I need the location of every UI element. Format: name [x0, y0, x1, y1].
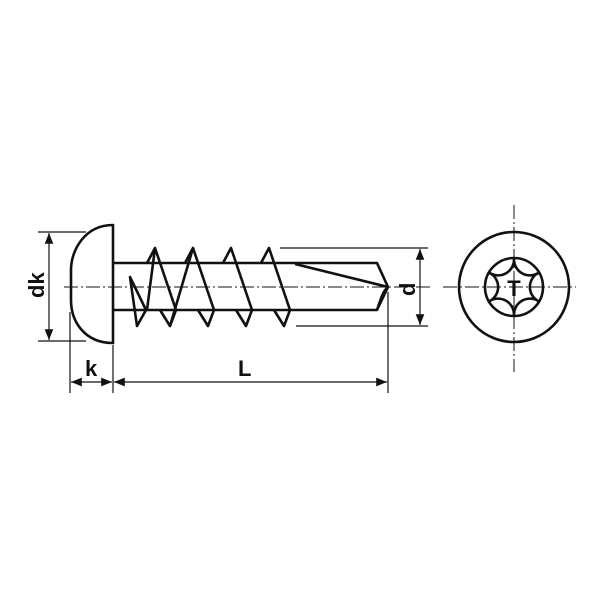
dimension-k: k: [69, 312, 114, 393]
head-outline: [457, 230, 571, 344]
drive-label: T: [507, 276, 521, 301]
k-label: k: [85, 356, 98, 381]
screw-threads: [128, 246, 292, 328]
torx-drive-icon: [487, 257, 541, 318]
drill-tip-flute: [294, 262, 389, 311]
dimension-d: d: [280, 247, 428, 327]
dimension-dk: dk: [24, 231, 86, 342]
screw-side-view: [64, 223, 432, 345]
d-label: d: [395, 283, 420, 296]
dimension-L: L: [114, 292, 389, 393]
L-label: L: [238, 356, 251, 381]
dk-label: dk: [24, 272, 49, 298]
screw-end-view: T: [443, 205, 576, 372]
screw-head: [69, 223, 115, 345]
